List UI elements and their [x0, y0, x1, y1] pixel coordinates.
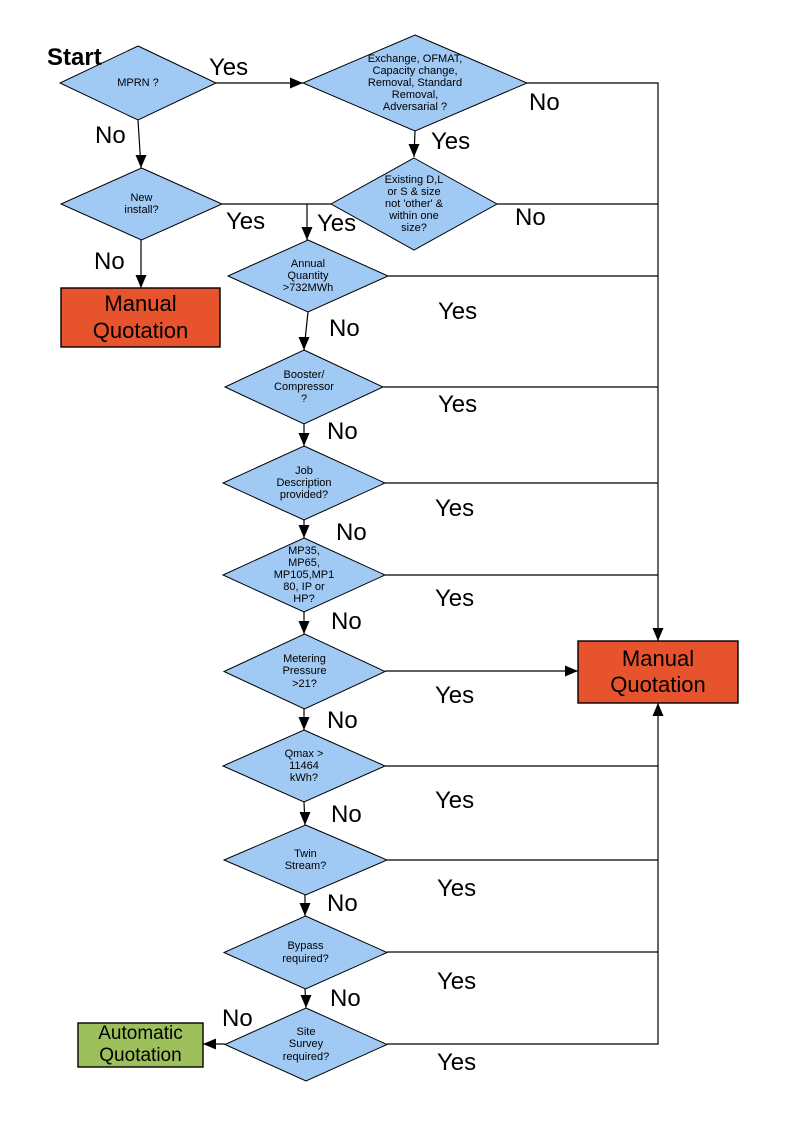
node-job-description: Job Description provided?: [276, 464, 332, 502]
node-existing-size: Existing D,L or S & size not 'other' & w…: [384, 173, 444, 235]
node-shape-bypass: [222, 915, 389, 990]
label-yes-mprn: Yes: [209, 54, 249, 81]
node-twin-stream: Twin Stream?: [284, 847, 327, 872]
node-mp-tier: MP35, MP65, MP105,MP1 80, IP or HP?: [273, 544, 335, 606]
node-metering-pressure: Metering Pressure >21?: [282, 653, 327, 690]
arrowhead-booster-no-to-job: [298, 433, 310, 446]
label-yes-site: Yes: [437, 1049, 477, 1076]
label-yes-job: Yes: [435, 495, 475, 522]
edge-site-yes-to-collector: [387, 703, 659, 1045]
arrowhead-job-no-to-mp: [298, 525, 310, 538]
arrowhead-metering-no-to-qmax: [298, 717, 310, 730]
arrowhead-mprn-yes-to-exchange: [290, 77, 303, 89]
label-yes-qmax: Yes: [435, 787, 475, 814]
node-manual-quotation-right: Manual Quotation: [610, 645, 706, 697]
edge-exchange-no-to-collector: [527, 82, 659, 641]
label-no-qmax: No: [331, 801, 362, 828]
arrowhead-bypass-no-to-site: [300, 995, 312, 1008]
label-no-exchange: No: [529, 89, 560, 116]
node-exchange: Exchange, OFMAT, Capacity change, Remova…: [367, 52, 463, 114]
arrowhead-qmax-no-to-twin: [299, 812, 311, 825]
node-shape-job-description: [221, 445, 387, 521]
node-mprn: MPRN ?: [117, 76, 159, 89]
start-label: Start: [47, 44, 102, 71]
label-yes-exchange: Yes: [431, 128, 471, 155]
node-shape-exchange: [301, 34, 529, 132]
node-annual-quantity: Annual Quantity >732MWh: [282, 257, 334, 295]
label-no-annual: No: [329, 315, 360, 342]
label-no-job: No: [336, 519, 367, 546]
node-shape-manual-quotation-left: [60, 287, 221, 348]
label-yes-twin: Yes: [437, 875, 477, 902]
label-no-mprn: No: [95, 122, 126, 149]
node-shape-annual-quantity: [226, 239, 390, 313]
node-shape-manual-quotation-right: [577, 640, 739, 704]
label-no-new-install: No: [94, 248, 125, 275]
node-site-survey: Site Survey required?: [282, 1026, 330, 1063]
arrowhead-site-no-to-automatic: [203, 1038, 216, 1050]
label-no-twin: No: [327, 890, 358, 917]
arrowhead-junction-to-annual: [301, 227, 313, 240]
arrowhead-annual-no-to-booster: [298, 337, 310, 350]
arrowhead-mp-no-to-metering: [298, 621, 310, 634]
node-shape-mprn: [58, 45, 218, 121]
node-automatic-quotation: Automatic Quotation: [98, 1023, 183, 1066]
label-yes-bypass: Yes: [437, 968, 477, 995]
node-shape-metering-pressure: [222, 633, 387, 710]
node-qmax: Qmax > 11464 kWh?: [284, 747, 324, 785]
label-no-site: No: [222, 1005, 253, 1032]
arrowhead-site-yes-to-collector: [652, 703, 664, 716]
node-shape-booster-compressor: [223, 349, 385, 425]
node-shape-automatic-quotation: [77, 1022, 204, 1068]
arrowhead-metering-yes-to-manual: [565, 665, 578, 677]
node-shape-twin-stream: [222, 824, 389, 896]
node-new-install: New install?: [124, 191, 159, 216]
label-no-mp: No: [331, 608, 362, 635]
node-shape-new-install: [59, 167, 224, 241]
arrowhead-exchange-no-to-collector: [652, 628, 664, 641]
node-shape-site-survey: [223, 1007, 389, 1082]
arrowhead-exchange-yes-to-existing: [408, 144, 420, 157]
node-manual-quotation-left: Manual Quotation: [92, 291, 189, 343]
node-booster-compressor: Booster/ Compressor ?: [274, 368, 334, 406]
label-no-metering: No: [327, 707, 358, 734]
label-no-booster: No: [327, 418, 358, 445]
label-no-bypass: No: [330, 985, 361, 1012]
arrowhead-mprn-no-to-new-install: [135, 155, 147, 168]
node-shape-mp-tier: [221, 537, 387, 613]
label-yes-mp: Yes: [435, 585, 475, 612]
label-no-existing: No: [515, 204, 546, 231]
label-yes-annual: Yes: [438, 298, 478, 325]
label-yes-booster: Yes: [438, 391, 478, 418]
label-yes-metering: Yes: [435, 682, 475, 709]
arrowhead-new-install-no-to-manual: [135, 275, 147, 288]
arrowhead-twin-no-to-bypass: [299, 903, 311, 916]
label-yes-new-install: Yes: [226, 208, 266, 235]
label-yes-existing: Yes: [317, 210, 357, 237]
node-bypass: Bypass required?: [282, 940, 329, 965]
node-shape-existing-size: [329, 157, 499, 251]
node-shape-qmax: [221, 729, 387, 803]
